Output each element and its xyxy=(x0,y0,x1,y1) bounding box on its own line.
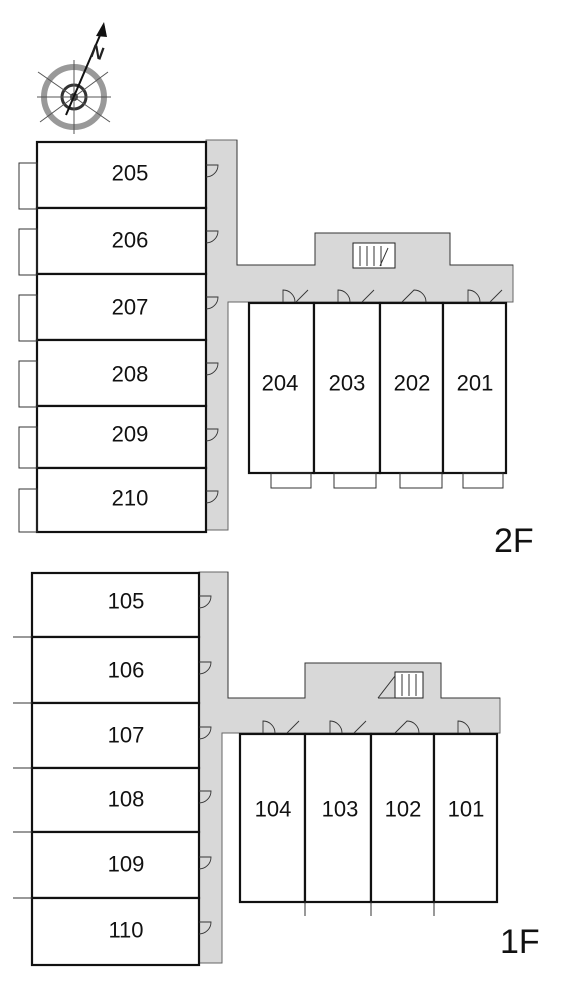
room-204 xyxy=(247,301,316,475)
room-label-210: 210 xyxy=(112,486,149,511)
floor-1: 105 106 107 108 109 110 104 103 102 101 xyxy=(13,571,540,967)
room-label-109: 109 xyxy=(108,852,145,877)
room-101 xyxy=(432,732,499,904)
doors-2f xyxy=(205,164,503,504)
north-arrow-icon xyxy=(65,22,107,116)
room-label-105: 105 xyxy=(108,589,145,614)
compass-rose-icon xyxy=(37,60,111,134)
compass: N xyxy=(37,22,111,134)
room-206 xyxy=(35,206,208,276)
room-label-108: 108 xyxy=(108,787,145,812)
room-110 xyxy=(30,896,201,967)
left-wing-1f: 105 106 107 108 109 110 xyxy=(13,571,201,967)
room-108 xyxy=(30,766,201,834)
right-wing-2f: 204 203 202 201 xyxy=(247,301,508,489)
room-label-110: 110 xyxy=(108,918,143,943)
room-201 xyxy=(441,301,508,475)
room-label-207: 207 xyxy=(112,295,149,320)
floor-label-1f: 1F xyxy=(500,923,540,961)
stair-1f-icon xyxy=(377,671,424,699)
room-label-205: 205 xyxy=(112,161,149,186)
room-label-103: 103 xyxy=(322,797,359,822)
room-label-204: 204 xyxy=(262,371,299,396)
room-205 xyxy=(35,140,208,210)
room-label-102: 102 xyxy=(385,797,422,822)
room-209 xyxy=(35,404,208,470)
room-label-209: 209 xyxy=(112,422,149,447)
room-105 xyxy=(30,571,201,639)
room-label-202: 202 xyxy=(394,371,431,396)
room-210 xyxy=(35,466,208,534)
right-wing-1f: 104 103 102 101 xyxy=(238,732,499,916)
doors-1f xyxy=(198,595,471,935)
room-label-206: 206 xyxy=(112,228,149,253)
corridor-1f-outline xyxy=(227,572,500,699)
corridor-2f-outline xyxy=(236,140,513,266)
room-label-107: 107 xyxy=(108,723,145,748)
room-208 xyxy=(35,338,208,408)
room-label-106: 106 xyxy=(108,658,145,683)
north-label: N xyxy=(88,41,107,64)
room-label-201: 201 xyxy=(457,371,494,396)
room-label-203: 203 xyxy=(329,371,366,396)
left-wing-2f: 205 206 207 208 209 210 xyxy=(18,140,208,534)
room-202 xyxy=(378,301,445,475)
floor-2: 205 206 207 208 209 210 204 203 202 201 xyxy=(18,139,534,560)
stair-2f-icon xyxy=(352,242,396,269)
room-104 xyxy=(238,732,307,904)
floor-label-2f: 2F xyxy=(494,522,534,560)
room-label-104: 104 xyxy=(255,797,292,822)
room-label-101: 101 xyxy=(448,797,485,822)
room-207 xyxy=(35,272,208,342)
room-106 xyxy=(30,635,201,705)
room-label-208: 208 xyxy=(112,362,149,387)
room-102 xyxy=(369,732,436,904)
